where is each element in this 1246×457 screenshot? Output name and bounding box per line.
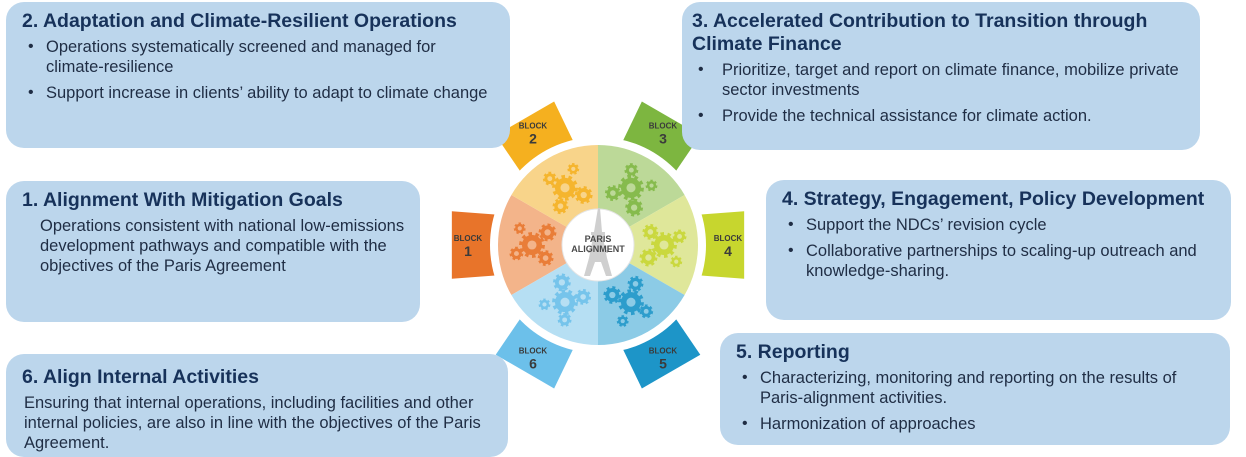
block-2-number: 2	[529, 130, 537, 146]
block-3-word: BLOCK	[649, 121, 678, 130]
block-5-number: 5	[659, 356, 667, 372]
strategy-box: 4. Strategy, Engagement, Policy Developm…	[766, 180, 1231, 320]
block-5-word: BLOCK	[649, 347, 678, 356]
mitigation-box: 1. Alignment With Mitigation Goals Opera…	[6, 181, 420, 322]
gear-cluster-icon	[603, 275, 654, 327]
climate-finance-title: 3. Accelerated Contribution to Transitio…	[692, 10, 1148, 55]
reporting-title: 5. Reporting	[736, 341, 850, 363]
block-6-number: 6	[529, 356, 537, 372]
strategy-title: 4. Strategy, Engagement, Policy Developm…	[782, 188, 1205, 210]
internal-activities-text: Ensuring that internal operations, inclu…	[24, 394, 481, 452]
eiffel-tower-icon	[584, 208, 612, 276]
internal-activities-box: 6. Align Internal Activities Ensuring th…	[6, 354, 508, 457]
adaptation-box: 2. Adaptation and Climate-Resilient Oper…	[6, 2, 510, 148]
climate-finance-list: Prioritize, target and report on climate…	[692, 60, 1186, 126]
reporting-item-2: Harmonization of approaches	[736, 414, 1216, 434]
block-6-word: BLOCK	[519, 347, 548, 356]
strategy-item-2: Collaborative partnerships to scaling-up…	[782, 241, 1217, 281]
mitigation-title: 1. Alignment With Mitigation Goals	[22, 189, 343, 211]
adaptation-list: Operations systematically screened and m…	[22, 37, 496, 103]
climate-finance-item-1: Prioritize, target and report on climate…	[692, 60, 1186, 100]
reporting-item-1: Characterizing, monitoring and reporting…	[736, 368, 1216, 408]
block-4-sector	[598, 195, 699, 295]
gear-cluster-icon	[639, 223, 687, 268]
reporting-box: 5. Reporting Characterizing, monitoring …	[720, 333, 1230, 445]
paris-alignment-wheel: PARIS ALIGNMENT BLOCK1BLOCK2BLOCK3BLOCK4…	[451, 101, 745, 389]
center-label-line2: ALIGNMENT	[571, 244, 625, 254]
block-2-word: BLOCK	[519, 121, 548, 130]
gear-cluster-icon	[538, 273, 592, 327]
block-3-number: 3	[659, 130, 667, 146]
adaptation-title: 2. Adaptation and Climate-Resilient Oper…	[22, 10, 457, 32]
mitigation-text: Operations consistent with national low-…	[40, 217, 405, 275]
reporting-list: Characterizing, monitoring and reporting…	[736, 368, 1216, 434]
gear-cluster-icon	[604, 163, 658, 217]
center-label-line1: PARIS	[585, 234, 612, 244]
block-1-word: BLOCK	[454, 234, 483, 243]
block-1-number: 1	[464, 243, 472, 259]
block-4-word: BLOCK	[714, 234, 743, 243]
block-1-sector	[498, 195, 598, 295]
climate-finance-item-2: Provide the technical assistance for cli…	[692, 106, 1186, 126]
strategy-item-1: Support the NDCs’ revision cycle	[782, 215, 1217, 235]
gear-cluster-icon	[509, 222, 557, 267]
adaptation-item-2: Support increase in clients’ ability to …	[22, 83, 496, 103]
adaptation-item-1: Operations systematically screened and m…	[22, 37, 496, 77]
block-4-number: 4	[724, 243, 732, 259]
climate-finance-box: 3. Accelerated Contribution to Transitio…	[682, 2, 1200, 150]
gear-cluster-icon	[542, 163, 593, 215]
internal-activities-title: 6. Align Internal Activities	[22, 366, 259, 388]
strategy-list: Support the NDCs’ revision cycle Collabo…	[782, 215, 1217, 281]
